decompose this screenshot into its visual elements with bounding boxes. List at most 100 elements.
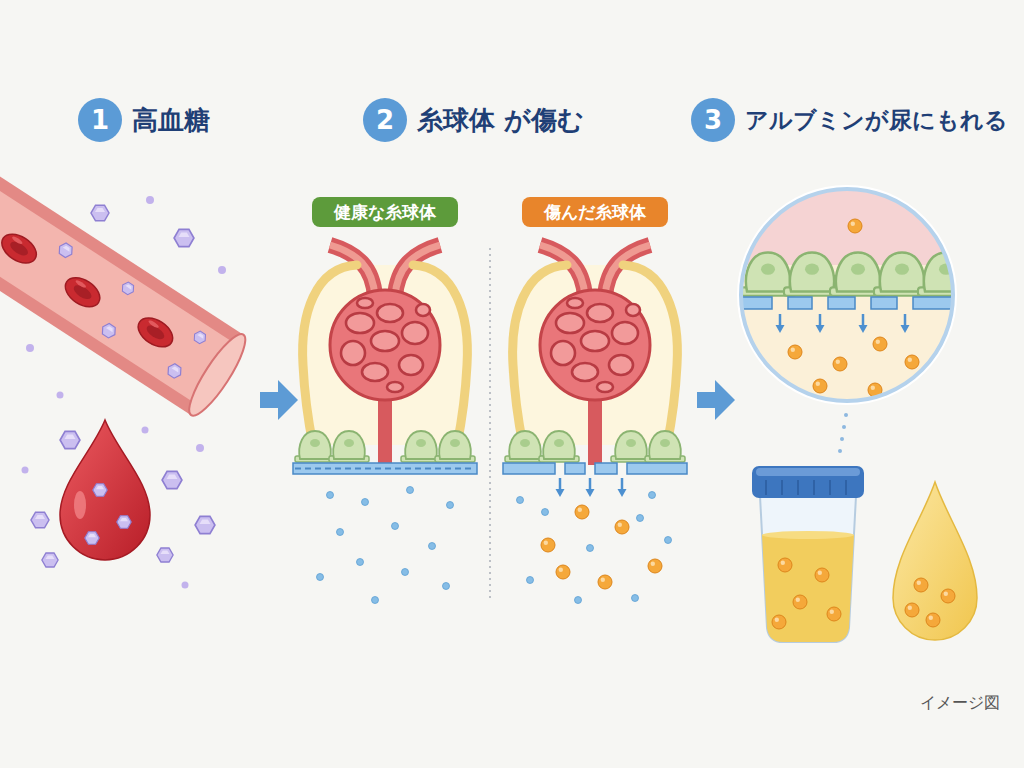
glucose-molecules bbox=[22, 467, 29, 474]
glucose-molecules bbox=[26, 344, 34, 352]
magnified-filter bbox=[735, 185, 960, 410]
magnified-filter bbox=[848, 219, 862, 233]
magnified-filter bbox=[859, 314, 868, 333]
filtered-water bbox=[407, 487, 414, 494]
filtered-water bbox=[337, 529, 344, 536]
status-pill: 傷んだ糸球体 bbox=[522, 197, 668, 227]
urine-drop bbox=[905, 603, 919, 617]
filtered-water bbox=[402, 569, 409, 576]
magnified-filter bbox=[842, 425, 846, 429]
damaged-glomerulus bbox=[627, 463, 687, 474]
magnified-filter bbox=[833, 357, 847, 371]
step-circle: 1高血糖 bbox=[78, 98, 122, 142]
leaked-particles bbox=[517, 492, 672, 604]
glucose-molecules bbox=[196, 444, 204, 452]
leaked-particles bbox=[517, 497, 524, 504]
healthy-glomerulus bbox=[295, 245, 475, 465]
urine-cup bbox=[781, 480, 783, 495]
note-label: イメージ図 bbox=[920, 693, 1000, 714]
leaked-particles bbox=[575, 597, 582, 604]
damaged-glomerulus bbox=[503, 245, 687, 497]
magnified-filter bbox=[776, 314, 785, 333]
glucose-molecules bbox=[218, 266, 226, 274]
glucose-molecules bbox=[42, 553, 58, 567]
magnified-filter bbox=[828, 297, 855, 309]
step-circle: 2糸球体 が傷む bbox=[363, 98, 407, 142]
magnified-filter bbox=[838, 413, 848, 453]
magnified-filter bbox=[844, 413, 848, 417]
blood-vessel bbox=[181, 328, 253, 422]
status-pill: 健康な糸球体 bbox=[312, 197, 458, 227]
step-heading: アルブミンが尿にもれる bbox=[745, 98, 1008, 142]
blood-drop bbox=[60, 420, 150, 560]
leaked-particles bbox=[649, 492, 656, 499]
step-heading: 高血糖 bbox=[132, 98, 210, 142]
urine-cup bbox=[765, 480, 767, 495]
urine-cup bbox=[797, 480, 799, 495]
blood-vessel bbox=[165, 362, 184, 380]
leaked-particles bbox=[637, 515, 644, 522]
filtered-water bbox=[317, 574, 324, 581]
blood-vessel bbox=[99, 322, 118, 340]
step-number: 2 bbox=[363, 98, 407, 142]
urine-cup bbox=[813, 480, 815, 495]
filtered-water bbox=[447, 502, 454, 509]
step-circle: 3アルブミンが尿にもれる bbox=[691, 98, 735, 142]
urine-drop bbox=[914, 578, 928, 592]
magnified-filter bbox=[816, 314, 825, 333]
urine-drop bbox=[941, 589, 955, 603]
filtered-water bbox=[362, 499, 369, 506]
glucose-molecules bbox=[22, 196, 227, 589]
healthy-glomerulus bbox=[295, 468, 475, 470]
blood-vessel bbox=[0, 228, 42, 269]
filtered-water bbox=[429, 543, 436, 550]
blood-vessel bbox=[60, 272, 105, 313]
blood-drop bbox=[60, 420, 150, 560]
magnified-filter bbox=[873, 337, 887, 351]
flow-arrow bbox=[260, 380, 298, 420]
damaged-glomerulus bbox=[595, 463, 617, 474]
glucose-molecules bbox=[174, 229, 194, 246]
step-heading: 糸球体 が傷む bbox=[417, 98, 584, 142]
blood-vessel bbox=[56, 241, 75, 259]
blood-vessel bbox=[0, 181, 237, 405]
urine-drop bbox=[893, 482, 977, 640]
magnified-filter bbox=[813, 379, 827, 393]
urine-cup bbox=[752, 466, 864, 642]
magnified-filter bbox=[735, 185, 974, 410]
glucose-molecules bbox=[182, 582, 189, 589]
leaked-particles bbox=[648, 559, 662, 573]
step-number: 3 bbox=[691, 98, 735, 142]
glucose-molecules bbox=[60, 431, 80, 448]
damaged-glomerulus bbox=[505, 245, 685, 465]
glucose-molecules bbox=[146, 196, 154, 204]
damaged-glomerulus bbox=[618, 478, 627, 497]
blood-vessel bbox=[133, 312, 178, 353]
magnified-filter bbox=[840, 437, 844, 441]
filtered-water bbox=[372, 597, 379, 604]
urine-cup bbox=[815, 568, 829, 582]
filtered-water bbox=[317, 487, 454, 604]
leaked-particles bbox=[632, 595, 639, 602]
glucose-molecules bbox=[157, 548, 173, 562]
leaked-particles bbox=[598, 575, 612, 589]
urine-drop bbox=[893, 482, 977, 640]
filtered-water bbox=[443, 583, 450, 590]
leaked-particles bbox=[542, 509, 549, 516]
blood-vessel bbox=[192, 329, 209, 345]
urine-cup bbox=[778, 558, 792, 572]
healthy-glomerulus bbox=[293, 463, 477, 474]
step-number: 1 bbox=[78, 98, 122, 142]
magnified-filter bbox=[788, 297, 812, 309]
magnified-filter bbox=[905, 355, 919, 369]
urine-cup bbox=[827, 607, 841, 621]
blood-drop bbox=[117, 516, 131, 528]
damaged-glomerulus bbox=[586, 478, 595, 497]
damaged-glomerulus bbox=[556, 478, 565, 497]
damaged-glomerulus bbox=[565, 463, 585, 474]
leaked-particles bbox=[665, 537, 672, 544]
filtered-water bbox=[392, 523, 399, 530]
urine-drop bbox=[926, 613, 940, 627]
magnified-filter bbox=[838, 449, 842, 453]
urine-cup bbox=[793, 595, 807, 609]
